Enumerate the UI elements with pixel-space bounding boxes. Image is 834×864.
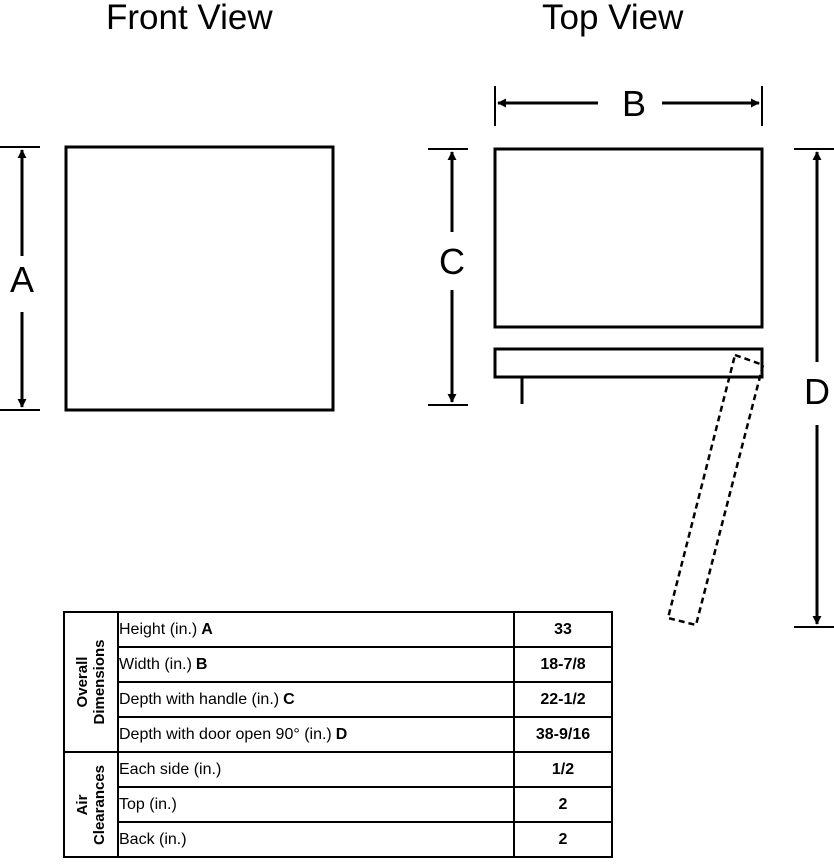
dimension-b: B <box>494 83 763 126</box>
row-desc: Height (in.)A <box>117 611 515 648</box>
row-value: 1/2 <box>513 751 613 788</box>
row-desc: Top (in.) <box>117 786 515 823</box>
front-view-cabinet <box>64 145 335 412</box>
top-view-title: Top View <box>542 0 684 37</box>
dimension-d: D <box>794 148 834 628</box>
row-value: 18-7/8 <box>513 646 613 683</box>
dimension-a-label: A <box>10 259 34 300</box>
table-row: Depth with door open 90° (in.)D 38-9/16 <box>64 716 613 753</box>
row-desc: Back (in.) <box>117 821 515 858</box>
top-view-door <box>493 347 764 379</box>
row-desc: Each side (in.) <box>117 751 515 788</box>
top-view-cabinet <box>493 147 764 329</box>
row-value: 2 <box>513 821 613 858</box>
table-row: Air Clearances Each side (in.) 1/2 <box>63 751 613 858</box>
front-view-title: Front View <box>106 0 273 37</box>
row-value: 33 <box>513 611 613 648</box>
dimension-c: C <box>428 148 468 406</box>
specifications-table: Overall Dimensions Height (in.)A 33 Widt… <box>63 611 613 858</box>
row-value: 22-1/2 <box>513 681 613 718</box>
row-value: 38-9/16 <box>513 716 613 753</box>
row-desc: Depth with handle (in.)C <box>117 681 515 718</box>
dimension-a: A <box>0 146 40 411</box>
table-row: Back (in.) 2 <box>64 821 613 858</box>
group-label-overall-dimensions: Overall Dimensions <box>63 611 119 753</box>
table-row: Top (in.) 2 <box>64 786 613 823</box>
row-desc: Width (in.)B <box>117 646 515 683</box>
table-row: Overall Dimensions Height (in.)A 33 <box>63 611 613 753</box>
table-row: Width (in.)B 18-7/8 <box>64 646 613 683</box>
dimension-c-label: C <box>439 241 465 282</box>
table-row: Depth with handle (in.)C 22-1/2 <box>64 681 613 718</box>
dimension-d-label: D <box>804 371 830 412</box>
dimension-b-label: B <box>622 83 646 124</box>
row-desc: Depth with door open 90° (in.)D <box>117 716 515 753</box>
row-value: 2 <box>513 786 613 823</box>
group-label-air-clearances: Air Clearances <box>63 751 119 858</box>
door-open-outline <box>666 353 765 627</box>
